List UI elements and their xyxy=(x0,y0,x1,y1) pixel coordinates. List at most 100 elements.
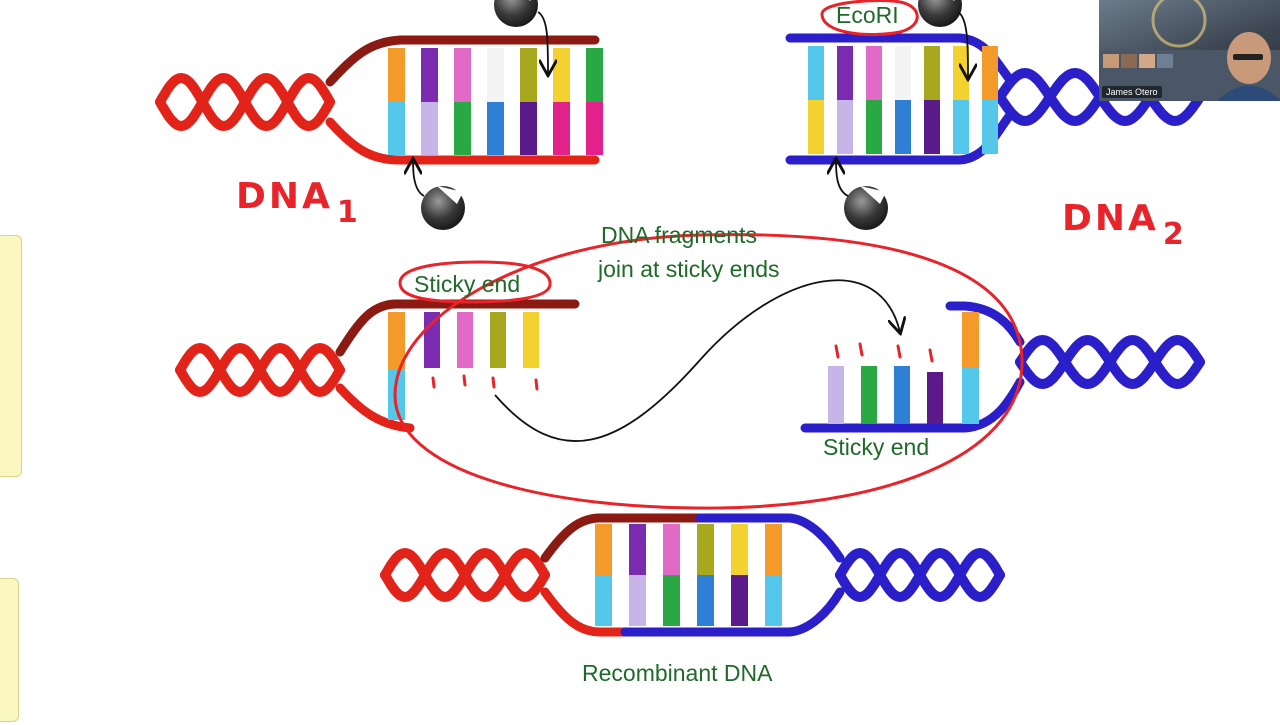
recombinant-top-strand-blue xyxy=(695,513,845,563)
recombinant-base-pair-3-bottom xyxy=(663,575,680,626)
ecori-enzyme-top-left xyxy=(494,0,538,27)
fragment-right-pair-1-top xyxy=(962,312,979,368)
dna1-base-pair-5-top xyxy=(520,48,537,102)
ecori-enzyme-bottom-left-notch xyxy=(437,186,463,204)
dna2-base-pair-6-top xyxy=(953,46,969,100)
dna1-base-pair-7-bottom xyxy=(586,102,603,155)
side-panel-tab-lower[interactable] xyxy=(0,578,19,722)
sticky-end-label-left: Sticky end xyxy=(414,271,521,297)
recombinant-base-pair-6-bottom xyxy=(765,575,782,626)
dna2-base-pair-1-bottom xyxy=(808,100,824,154)
recombinant-base-pair-5-bottom xyxy=(731,575,748,626)
joining-arrow xyxy=(494,279,900,442)
fragment-right-overhang-2 xyxy=(861,366,877,424)
fragment-right-overhang-4 xyxy=(927,372,943,424)
recombinant-base-pair-4-bottom xyxy=(697,575,714,626)
enzyme-label: EcoRI xyxy=(836,2,899,28)
side-panel-tab[interactable] xyxy=(0,235,22,477)
fragment-left-overhang-1 xyxy=(424,312,440,368)
recombinant-base-pair-1-bottom xyxy=(595,575,612,626)
ecori-enzyme-top-right-notch xyxy=(952,0,955,1)
dna1-base-pair-5-bottom xyxy=(520,102,537,155)
dna2-base-pair-3-top xyxy=(866,46,882,100)
fragment-left-top-strand xyxy=(335,299,580,357)
recombinant-bottom-strand-blue xyxy=(620,587,845,637)
ink-tick-left-4 xyxy=(534,378,539,391)
annotation-ink-layer xyxy=(393,0,1024,510)
ecori-enzyme-bottom-right-notch xyxy=(860,186,886,204)
helix-layer xyxy=(155,67,1205,603)
fragment-right-overhang-1 xyxy=(828,366,844,424)
recombinant-base-pair-2-top xyxy=(629,524,646,575)
ink-loop-around-fragments xyxy=(393,233,1024,510)
dna1-base-pair-4-bottom xyxy=(487,102,504,155)
participant-video-thumbnail[interactable]: James Otero xyxy=(1099,0,1280,101)
ink-tick-left-2 xyxy=(462,374,467,387)
dna1-base-pair-1-top xyxy=(388,48,405,102)
participant-name: James Otero xyxy=(1102,86,1162,98)
ecori-enzyme-top-right xyxy=(918,0,962,27)
cut-arrow-top-left xyxy=(537,11,548,74)
cut-arrow-top-right xyxy=(957,11,968,78)
ink-tick-left-1 xyxy=(431,376,436,389)
ink-tick-left-3 xyxy=(491,376,496,389)
enzyme-layer xyxy=(413,0,968,442)
base-pair-layer xyxy=(388,46,998,626)
cut-arrow-bottom-left xyxy=(413,160,425,197)
dna1-base-pair-2-top xyxy=(421,48,438,102)
fragment-right-pair-1-bottom xyxy=(962,368,979,424)
fragment-right-bottom-strand xyxy=(800,377,1025,433)
dna1-bottom-strand xyxy=(325,117,600,165)
recombinant-bottom-strand-red xyxy=(540,587,630,637)
dna2-base-pair-5-bottom xyxy=(924,100,940,154)
fragments-label-line1: DNA fragments xyxy=(601,222,757,248)
ink-tick-right-4 xyxy=(928,348,934,363)
ink-tick-right-3 xyxy=(896,344,902,359)
ink-tick-right-1 xyxy=(834,344,840,359)
dna2-subscript: 2 xyxy=(1162,217,1187,252)
dna1-text: DNA xyxy=(236,176,333,217)
recombinant-base-pair-1-top xyxy=(595,524,612,575)
recombinant-left-helix-strand-2 xyxy=(380,547,550,603)
fragment-left-overhang-2 xyxy=(457,312,473,368)
dna1-base-pair-1-bottom xyxy=(388,102,405,155)
dna1-subscript: 1 xyxy=(336,195,361,230)
recombinant-dna-label: Recombinant DNA xyxy=(582,660,773,686)
dna1-helix-strand-2 xyxy=(155,72,335,132)
dna2-base-pair-6-bottom xyxy=(953,100,969,154)
dna2-base-pair-3-bottom xyxy=(866,100,882,154)
fragment-left-overhang-3 xyxy=(490,312,506,368)
fragment-right-helix-strand-2 xyxy=(1015,334,1205,390)
ecori-enzyme-top-left-notch xyxy=(528,0,531,1)
dna2-base-pair-4-bottom xyxy=(895,100,911,154)
fragments-label-line2: join at sticky ends xyxy=(598,256,780,282)
sticky-end-label-right: Sticky end xyxy=(823,434,930,460)
fragment-left-pair-1-top xyxy=(388,312,405,370)
dna1-base-pair-3-bottom xyxy=(454,102,471,155)
recombinant-right-helix-strand-2 xyxy=(835,547,1005,603)
dna2-base-pair-5-top xyxy=(924,46,940,100)
dna2-text: DNA xyxy=(1062,198,1159,239)
recombinant-base-pair-5-top xyxy=(731,524,748,575)
dna1-base-pair-4-top xyxy=(487,48,504,102)
strand-layer xyxy=(325,33,1025,637)
fragment-left-helix-strand-2 xyxy=(175,342,345,398)
fragment-right-overhang-3 xyxy=(894,366,910,424)
dna1-base-pair-7-top xyxy=(586,48,603,102)
fragment-right-top-strand xyxy=(945,301,1025,347)
dna2-base-pair-2-top xyxy=(837,46,853,100)
dna2-base-pair-7-bottom xyxy=(982,100,998,154)
recombinant-base-pair-4-top xyxy=(697,524,714,575)
recombinant-top-strand-red xyxy=(540,513,705,563)
recombinant-base-pair-6-top xyxy=(765,524,782,575)
ink-tick-right-2 xyxy=(858,342,864,357)
cut-arrow-bottom-right xyxy=(836,160,849,197)
recombinant-base-pair-3-top xyxy=(663,524,680,575)
dna1-base-pair-3-top xyxy=(454,48,471,102)
fragment-left-bottom-strand xyxy=(335,383,415,433)
dna1-base-pair-2-bottom xyxy=(421,102,438,155)
dna2-base-pair-1-top xyxy=(808,46,824,100)
